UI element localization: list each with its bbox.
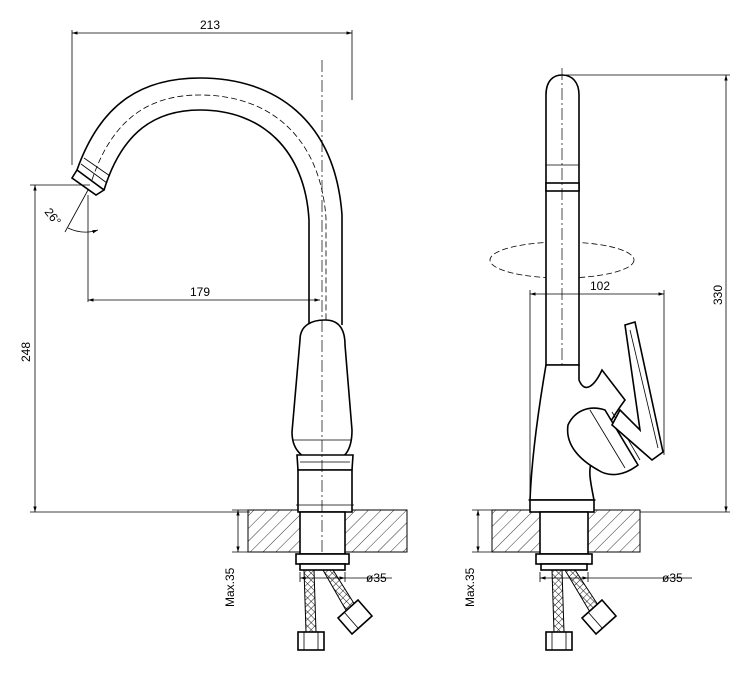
- front-countertop-left: [247, 509, 301, 553]
- side-countertop-left: [491, 509, 541, 553]
- side-fitting-right: [580, 598, 618, 636]
- side-dim-mount-label: Max.35: [463, 567, 477, 607]
- front-nut: [295, 553, 350, 565]
- front-hose-right: [322, 569, 356, 613]
- side-dim-hole-label: ø35: [662, 571, 683, 585]
- side-shank: [539, 511, 589, 555]
- front-hose-left: [303, 569, 317, 633]
- side-nut: [535, 553, 593, 565]
- side-lever: [610, 320, 664, 462]
- front-spout-tip: [70, 168, 106, 196]
- front-dim-angle-label: 26°: [42, 205, 64, 228]
- front-countertop-right: [344, 509, 408, 553]
- side-hose-right: [564, 569, 599, 613]
- front-spout-inner: [103, 109, 310, 325]
- front-dim-height-label: 248: [19, 342, 33, 362]
- front-dim-hole-label: ø35: [366, 571, 387, 585]
- front-fitting-left: [297, 631, 325, 651]
- front-view: 213 179 248 26° Max.35 ø35: [19, 18, 408, 651]
- side-countertop-right: [587, 509, 641, 553]
- front-body-collar: [296, 454, 354, 471]
- front-body-base: [297, 469, 353, 513]
- front-spout-outer: [76, 77, 343, 325]
- side-fitting-left: [545, 631, 573, 651]
- side-aerator: [545, 182, 580, 192]
- side-dim-height-label: 330: [711, 285, 725, 305]
- side-hose-left: [551, 569, 565, 633]
- front-dim-mount-label: Max.35: [223, 567, 237, 607]
- front-spout-centerline: [91, 94, 327, 320]
- front-dim-width-label: 213: [200, 18, 220, 32]
- side-spout-column: [545, 74, 580, 366]
- side-view: 330 102 Max.35 ø35: [463, 68, 730, 651]
- side-cartridge: [566, 407, 640, 476]
- front-dim-reach-label: 179: [190, 285, 210, 299]
- front-fitting-right: [336, 598, 374, 636]
- side-dim-reach-label: 102: [590, 279, 610, 293]
- front-shank: [299, 511, 346, 555]
